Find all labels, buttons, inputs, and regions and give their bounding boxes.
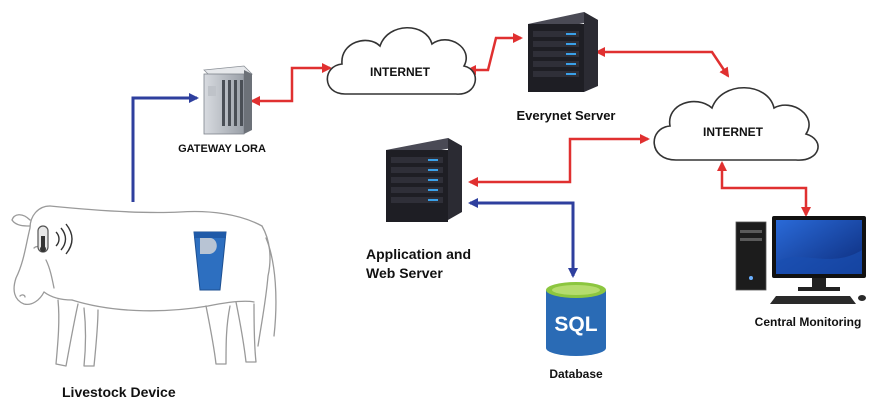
gateway-lora: GATEWAY LORA: [178, 65, 266, 155]
livestock-device-tag-icon: [193, 231, 227, 291]
internet-cloud-2: INTERNET: [653, 87, 819, 161]
database-icon: SQL: [546, 282, 606, 356]
cloud-icon: [653, 87, 819, 161]
internet-label-2: INTERNET: [703, 125, 764, 139]
livestock: Livestock Device: [11, 205, 277, 400]
gateway-label: GATEWAY LORA: [178, 143, 266, 155]
head-sensor-icon: [37, 223, 73, 255]
database: SQL Database: [546, 282, 606, 381]
database-label: Database: [549, 367, 603, 381]
central-monitoring-label: Central Monitoring: [755, 315, 862, 329]
gateway-device-icon: [203, 65, 253, 135]
sql-label: SQL: [554, 313, 597, 336]
link-everynet-internet2: [595, 47, 730, 78]
internet-cloud-1: INTERNET: [326, 26, 477, 95]
app-server-label-line2: Web Server: [366, 265, 443, 281]
desktop-computer-icon: [735, 216, 866, 304]
link-internet-everynet: [466, 33, 523, 75]
livestock-device-label: Livestock Device: [62, 384, 176, 400]
cow-icon: [11, 205, 277, 367]
cloud-icon: [326, 26, 477, 95]
everynet-server: Everynet Server: [516, 12, 616, 123]
link-internet2-appserver: [468, 134, 650, 187]
link-gateway-internet: [250, 63, 332, 106]
central-monitoring: Central Monitoring: [735, 216, 866, 329]
server-icon: [386, 138, 462, 222]
link-livestock-gateway: [131, 93, 199, 202]
link-appserver-database: [468, 198, 578, 278]
application-web-server: Application and Web Server: [366, 138, 471, 281]
link-internet2-monitoring: [717, 161, 811, 217]
server-icon: [528, 12, 598, 92]
app-server-label-line1: Application and: [366, 246, 471, 262]
internet-label-1: INTERNET: [370, 65, 431, 79]
everynet-server-label: Everynet Server: [516, 108, 615, 123]
